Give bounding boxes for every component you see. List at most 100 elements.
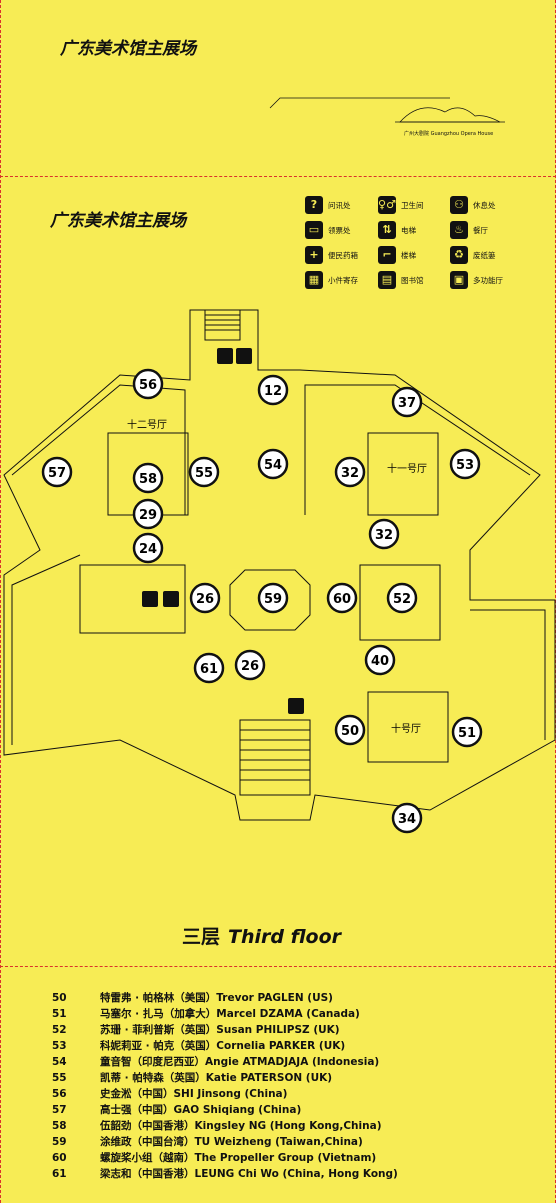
legend-label: 楼梯 bbox=[401, 250, 416, 260]
cut-line-top bbox=[0, 176, 556, 177]
exhibit-marker-label: 59 bbox=[264, 592, 282, 607]
opera-house-caption: 广州大剧院 Guangzhou Opera House bbox=[404, 131, 494, 137]
hall-icon: ▣ bbox=[450, 271, 468, 289]
central-octagon bbox=[229, 569, 311, 631]
exhibit-marker-56 bbox=[132, 368, 164, 400]
exhibit-marker-label: 40 bbox=[371, 654, 389, 669]
exhibit-marker-label: 51 bbox=[458, 726, 476, 741]
artist-name: 高士强（中国）GAO Shiqiang (China) bbox=[100, 1104, 302, 1116]
elevator-icon: ⇅ bbox=[378, 221, 396, 239]
exhibit-marker-24 bbox=[132, 532, 164, 564]
exhibit-marker-label: 29 bbox=[139, 508, 157, 523]
exhibit-marker-55 bbox=[188, 456, 220, 488]
ticket-icon: ▭ bbox=[305, 221, 323, 239]
exhibit-marker-34 bbox=[391, 802, 423, 834]
opera-house-sketch bbox=[269, 97, 505, 123]
artist-name: 马塞尔 · 扎马（加拿大）Marcel DZAMA (Canada) bbox=[100, 1008, 360, 1020]
page-title-mid: 广东美术馆主展场 bbox=[50, 211, 186, 231]
artist-name: 涂维政（中国台湾）TU Weizheng (Taiwan,China) bbox=[100, 1136, 363, 1148]
restroom-icon bbox=[217, 348, 233, 364]
legend-item: ▣ 多功能厅 bbox=[450, 271, 503, 289]
library-icon: ▤ bbox=[378, 271, 396, 289]
artist-name: 伍韶劲（中国香港）Kingsley NG (Hong Kong,China) bbox=[100, 1120, 382, 1132]
building-outline bbox=[3, 309, 556, 821]
legend-label: 领票处 bbox=[328, 225, 351, 235]
restroom-icon bbox=[142, 591, 158, 607]
floor-label: 三层 Third floor bbox=[182, 922, 341, 949]
artist-number: 55 bbox=[52, 1072, 67, 1084]
trash-icon bbox=[236, 348, 252, 364]
artist-name: 科妮莉亚 · 帕克（英国）Cornelia PARKER (UK) bbox=[100, 1040, 346, 1052]
left-cut-line bbox=[0, 0, 1, 1203]
exhibit-marker-57 bbox=[41, 456, 73, 488]
exhibit-marker-32 bbox=[368, 518, 400, 550]
exhibit-marker-26 bbox=[189, 582, 221, 614]
floor-label-en: Third floor bbox=[228, 926, 342, 948]
exhibit-marker-label: 52 bbox=[393, 592, 411, 607]
legend-label: 电梯 bbox=[401, 225, 416, 235]
artist-name: 史金淞（中国）SHI Jinsong (China) bbox=[100, 1088, 288, 1100]
exhibit-marker-label: 54 bbox=[264, 458, 282, 473]
exhibit-marker-label: 26 bbox=[241, 659, 259, 674]
exhibit-marker-54 bbox=[257, 448, 289, 480]
exhibit-marker-29 bbox=[132, 498, 164, 530]
restaurant-icon: ♨ bbox=[450, 221, 468, 239]
gallery-10 bbox=[367, 691, 449, 763]
artist-name: 苏珊 · 菲利普斯（英国）Susan PHILIPSZ (UK) bbox=[100, 1024, 340, 1036]
legend-item: ⚇休息处 bbox=[450, 196, 496, 214]
legend-label: 卫生间 bbox=[401, 200, 424, 210]
legend-label: 多功能厅 bbox=[473, 275, 503, 285]
stairs-icon: ⌐ bbox=[378, 246, 396, 264]
artist-number: 59 bbox=[52, 1136, 67, 1148]
legend-item: ♻废纸篓 bbox=[450, 246, 496, 264]
exhibit-marker-40 bbox=[364, 644, 396, 676]
exhibit-marker-label: 60 bbox=[333, 592, 351, 607]
artist-name: 螺旋桨小组（越南）The Propeller Group (Vietnam) bbox=[100, 1152, 377, 1164]
legend-label: 餐厅 bbox=[473, 225, 488, 235]
legend-label: 小件寄存 bbox=[328, 275, 358, 285]
exhibit-marker-label: 56 bbox=[139, 378, 157, 393]
trash-icon bbox=[288, 698, 304, 714]
exhibit-marker-52 bbox=[386, 582, 418, 614]
artist-number: 50 bbox=[52, 992, 67, 1004]
cut-line-bottom bbox=[0, 966, 556, 967]
legend-label: 图书馆 bbox=[401, 275, 424, 285]
list-item: 59 涂维政（中国台湾）TU Weizheng (Taiwan,China) bbox=[52, 1134, 398, 1150]
artist-name: 特雷弗 · 帕格林（美国）Trevor PAGLEN (US) bbox=[100, 992, 333, 1004]
restroom-icon: ♀♂ bbox=[378, 196, 396, 214]
legend-item: ♀♂ 卫生间 bbox=[378, 196, 424, 214]
artist-number: 61 bbox=[52, 1168, 67, 1180]
trash-icon: ♻ bbox=[450, 246, 468, 264]
hall-label-12: 十二号厅 bbox=[127, 418, 167, 431]
exhibit-marker-50 bbox=[334, 714, 366, 746]
hall-label-11: 十一号厅 bbox=[387, 462, 427, 475]
exhibit-marker-53 bbox=[449, 448, 481, 480]
question-icon: ? bbox=[305, 196, 323, 214]
hall-label-10: 十号厅 bbox=[391, 722, 421, 735]
exhibit-marker-label: 50 bbox=[341, 724, 359, 739]
artist-number: 56 bbox=[52, 1088, 67, 1100]
exhibit-marker-label: 61 bbox=[200, 662, 218, 677]
exhibit-marker-59 bbox=[257, 582, 289, 614]
floor-label-cn: 三层 bbox=[182, 926, 221, 948]
legend-label: 便民药箱 bbox=[328, 250, 358, 260]
page-title-top: 广东美术馆主展场 bbox=[60, 39, 196, 59]
exhibit-marker-label: 58 bbox=[139, 472, 157, 487]
locker-icon: ▦ bbox=[305, 271, 323, 289]
legend-item: ⌐ 楼梯 bbox=[378, 246, 416, 264]
exhibit-marker-label: 32 bbox=[375, 528, 393, 543]
legend-item: ▤ 图书馆 bbox=[378, 271, 424, 289]
exhibit-marker-37 bbox=[391, 386, 423, 418]
exhibit-marker-51 bbox=[451, 716, 483, 748]
legend-item: +便民药箱 bbox=[305, 246, 358, 264]
exhibit-marker-label: 26 bbox=[196, 592, 214, 607]
legend-item: ⇅ 电梯 bbox=[378, 221, 416, 239]
